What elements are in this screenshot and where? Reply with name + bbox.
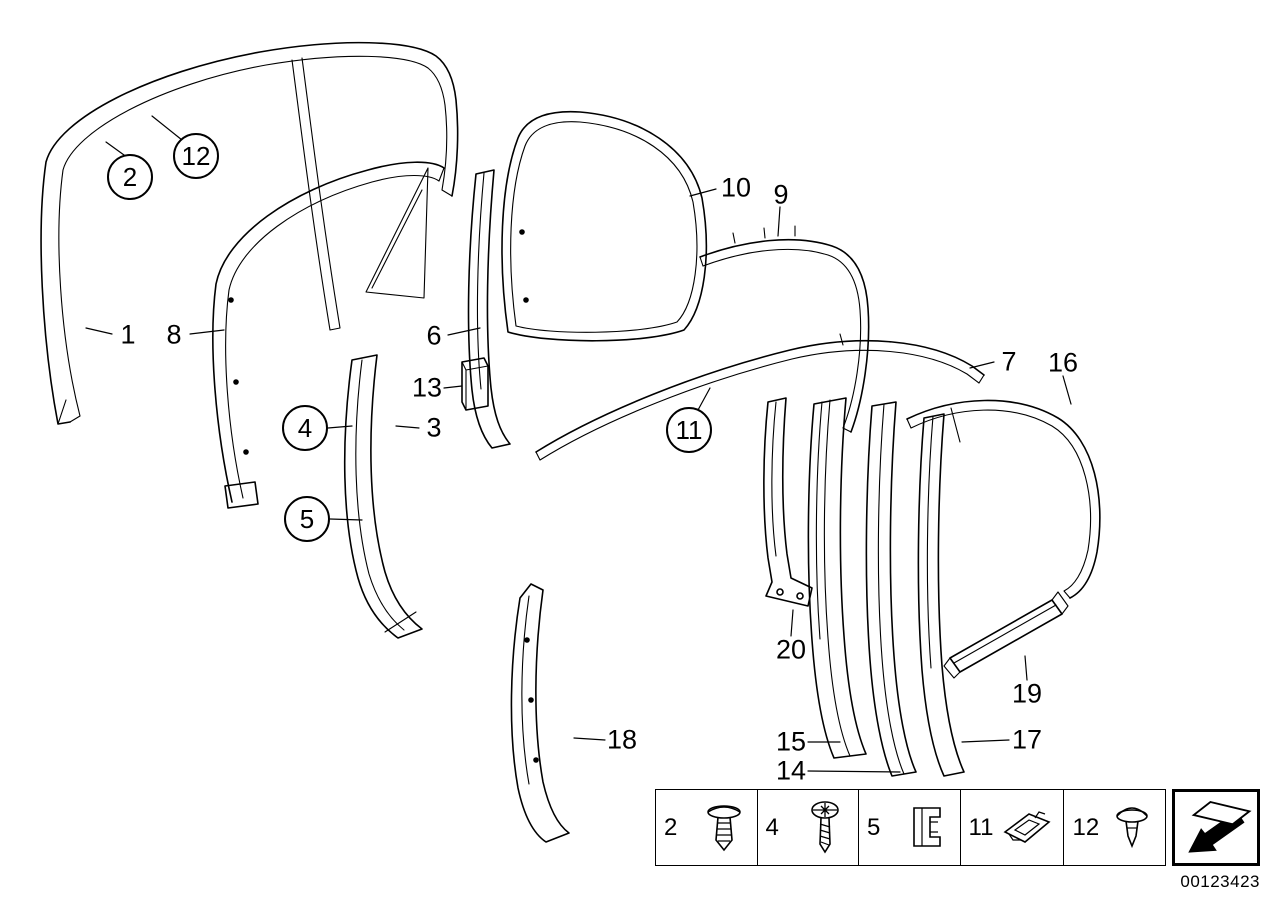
part-callout-11[interactable]: 11 — [666, 407, 712, 453]
page-arrow-box[interactable] — [1172, 789, 1260, 866]
part-label-20[interactable]: 20 — [775, 634, 807, 665]
part-16-rear-frame-moulding — [906, 399, 1101, 599]
part-callout-5[interactable]: 5 — [284, 496, 330, 542]
screw-icon — [811, 800, 839, 854]
legend-item-label: 2 — [664, 813, 678, 841]
part-17-guide-strip — [917, 413, 965, 777]
part-label-16[interactable]: 16 — [1047, 347, 1079, 378]
part-label-1[interactable]: 1 — [120, 319, 136, 350]
part-callout-4[interactable]: 4 — [282, 405, 328, 451]
leader-lines — [85, 115, 1072, 773]
legend-item-11[interactable]: 11 — [961, 790, 1065, 865]
part-10-window-glass — [501, 110, 708, 342]
part-label-10[interactable]: 10 — [720, 172, 752, 203]
part-13-spacer-block — [461, 357, 489, 411]
legend-item-4[interactable]: 4 — [758, 790, 860, 865]
grommet-icon — [1116, 806, 1148, 848]
part-3-pillar-cover — [343, 354, 423, 639]
part-6-window-guide-strip — [467, 169, 511, 449]
part-label-8[interactable]: 8 — [166, 319, 182, 350]
part-label-7[interactable]: 7 — [1001, 346, 1017, 377]
part-14-window-channel — [865, 401, 917, 777]
legend-item-label: 11 — [968, 813, 994, 841]
legend-item-2[interactable]: 2 — [656, 790, 758, 865]
part-20-guide-piece — [763, 397, 813, 607]
bracket-icon — [1003, 810, 1052, 843]
legend-item-12[interactable]: 12 — [1064, 790, 1165, 865]
part-label-14[interactable]: 14 — [775, 755, 807, 786]
part-7-roof-moulding — [535, 333, 985, 461]
part-callout-12[interactable]: 12 — [173, 133, 219, 179]
part-15-window-channel — [807, 397, 867, 759]
doc-number: 00123423 — [1180, 872, 1260, 891]
expanding-rivet-icon — [706, 804, 741, 851]
part-label-6[interactable]: 6 — [426, 320, 442, 351]
part-1-door-frame-seal — [40, 41, 459, 425]
part-label-13[interactable]: 13 — [411, 372, 443, 403]
part-label-19[interactable]: 19 — [1011, 678, 1043, 709]
part-18-lower-pillar-trim — [510, 583, 570, 843]
part-label-9[interactable]: 9 — [773, 179, 789, 210]
part-callout-2[interactable]: 2 — [107, 154, 153, 200]
part-8-inner-frame-seal — [212, 161, 445, 509]
part-label-17[interactable]: 17 — [1011, 724, 1043, 755]
part-19-sill-strip — [943, 591, 1069, 679]
legend-item-label: 5 — [867, 813, 881, 841]
part-label-3[interactable]: 3 — [426, 412, 442, 443]
part-label-15[interactable]: 15 — [775, 726, 807, 757]
part-9-upper-trim-strip — [699, 225, 870, 433]
clamp-icon — [912, 806, 941, 847]
legend-item-label: 12 — [1072, 813, 1100, 841]
legend-item-label: 4 — [765, 813, 779, 841]
page-arrow-icon — [1188, 800, 1252, 853]
fasteners-legend: 2 4 5 11 — [655, 789, 1166, 866]
legend-item-5[interactable]: 5 — [859, 790, 961, 865]
part-label-18[interactable]: 18 — [606, 724, 638, 755]
